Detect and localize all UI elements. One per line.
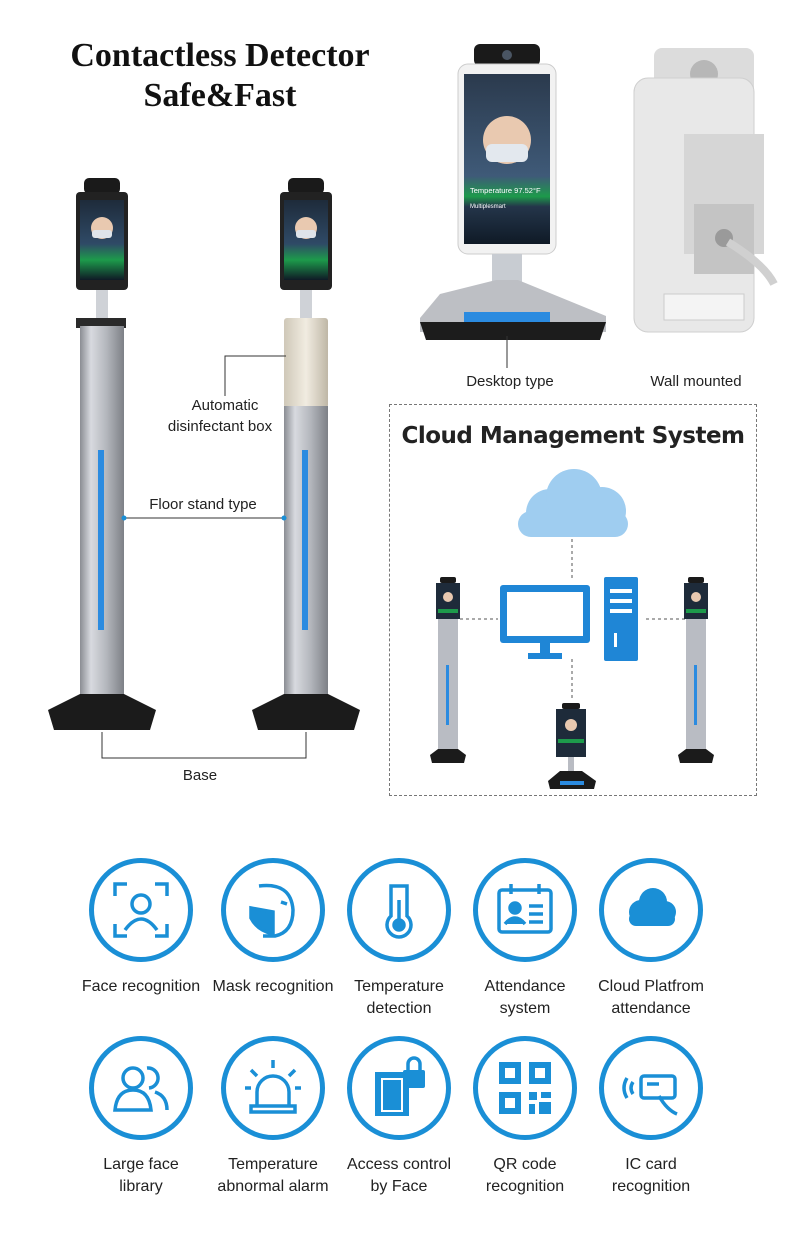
feature-label: Access control by Face [346, 1156, 452, 1195]
feature-label: Face recognition [81, 978, 201, 995]
base-label: Base [182, 767, 218, 784]
headline-line1: Contactless Detector [70, 37, 370, 74]
mini-floor-stand-left [430, 577, 466, 763]
mask-icon [249, 883, 295, 938]
feature-attendance-system: Attendance system [460, 858, 590, 1020]
face-library-icon [113, 1066, 169, 1112]
disinfectant-box-label-line1: Automatic [191, 397, 259, 414]
feature-mask-recognition: Mask recognition [208, 858, 338, 998]
server-tower-icon [604, 577, 638, 661]
floor-stand-left [48, 178, 156, 730]
face-recognition-icon [113, 882, 169, 938]
feature-label: IC card recognition [611, 1156, 691, 1195]
cloud-management-panel: Cloud Management System [389, 404, 757, 796]
feature-label: Cloud Platfrom attendance [598, 978, 704, 1017]
feature-label: Mask recognition [212, 978, 334, 995]
device-temperature-reading: Temperature 97.52°F [470, 186, 541, 195]
device-brand-text: Multiplesmart [470, 204, 506, 210]
wall-mounted-label: Wall mounted [650, 373, 742, 390]
feature-label: Attendance system [484, 978, 566, 1017]
door-lock-icon [375, 1056, 425, 1116]
floor-stand-label: Floor stand type [138, 494, 268, 515]
disinfectant-box-label-line2: disinfectant box [167, 418, 273, 435]
attendance-icon [497, 884, 553, 934]
thermometer-icon [385, 884, 413, 939]
wall-mounted-illustration [633, 48, 778, 333]
desktop-device-illustration: Temperature 97.52°F Multiplesmart [420, 44, 606, 368]
feature-access-control: Access control by Face [334, 1036, 464, 1198]
feature-cloud-platform: Cloud Platfrom attendance [586, 858, 716, 1020]
cloud-icon [629, 888, 676, 926]
feature-large-face-library: Large face library [76, 1036, 206, 1198]
alarm-icon [245, 1060, 301, 1114]
feature-qr-code: QR code recognition [460, 1036, 590, 1198]
feature-temperature-detection: Temperature detection [334, 858, 464, 1020]
feature-label: QR code recognition [485, 1156, 565, 1195]
mini-desktop-device [548, 703, 596, 789]
qr-code-icon [499, 1062, 551, 1114]
desktop-type-label: Desktop type [466, 373, 554, 390]
floor-stand-right [252, 178, 360, 730]
feature-label: Large face library [103, 1156, 179, 1195]
cloud-management-diagram [430, 469, 714, 789]
feature-temperature-alarm: Temperature abnormal alarm [208, 1036, 338, 1198]
headline-line2: Safe&Fast [143, 77, 297, 114]
feature-label: Temperature detection [354, 978, 444, 1017]
cloud-shape [518, 469, 628, 537]
ic-card-icon [622, 1074, 678, 1116]
feature-ic-card: IC card recognition [586, 1036, 716, 1198]
floor-stand-illustration [48, 178, 360, 759]
feature-label: Temperature abnormal alarm [217, 1156, 329, 1195]
computer-monitor-icon [500, 585, 590, 659]
mini-floor-stand-right [678, 577, 714, 763]
feature-face-recognition: Face recognition [76, 858, 206, 998]
cloud-management-title: Cloud Management System [401, 423, 745, 449]
